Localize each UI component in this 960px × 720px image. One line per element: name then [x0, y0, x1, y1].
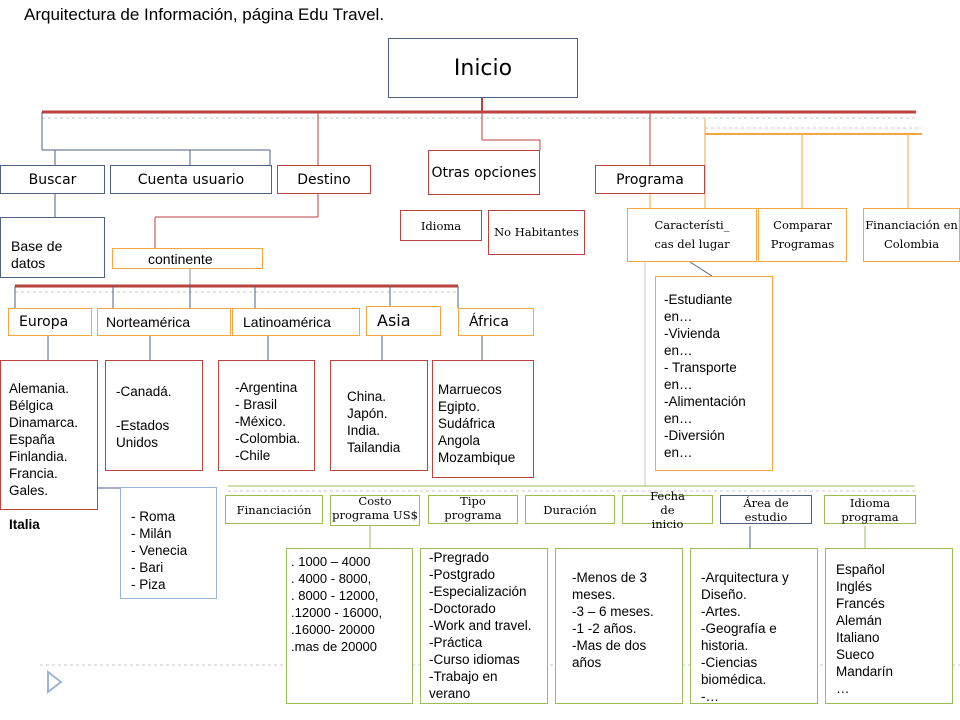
- inicio-node: Inicio: [388, 38, 578, 98]
- italia-city-list: - Roma - Milán - Venecia - Bari - Piza: [120, 487, 217, 599]
- europa-country-list: Alemania. Bélgica Dinamarca. España Finl…: [0, 360, 98, 532]
- norteamerica-country-list: -Canadá. -Estados Unidos: [105, 360, 203, 471]
- duracion-node: Duración: [525, 495, 615, 524]
- norteamerica-node: Norteamérica: [97, 308, 231, 336]
- no-habitantes-node: No Habitantes: [488, 210, 585, 255]
- continente-node: continente: [112, 248, 263, 269]
- fecha-inicio-node: Fecha de inicio: [622, 489, 713, 531]
- area-estudio-node: Área de estudio: [720, 495, 812, 524]
- idioma-programa-list: Español Inglés Francés Alemán Italiano S…: [825, 548, 953, 704]
- financiacion-colombia-node: Financiación en Colombia: [863, 208, 960, 262]
- europa-countries: Alemania. Bélgica Dinamarca. España Finl…: [9, 381, 79, 498]
- asia-country-list: China. Japón. India. Tailandia: [330, 360, 428, 471]
- caracteristicas-node: Característi_ cas del lugar: [627, 208, 757, 262]
- africa-node: África: [458, 308, 534, 336]
- latinoamerica-country-list: -Argentina - Brasil -México. -Colombia. …: [218, 360, 315, 471]
- asia-node: Asia: [366, 306, 441, 336]
- italia-country: Italia: [9, 517, 40, 532]
- otras-opciones-node: Otras opciones: [428, 150, 540, 195]
- financiacion-node: Financiación: [225, 495, 323, 524]
- idioma-programa-node: Idioma programa: [824, 495, 916, 524]
- base-datos-node: Base de datos: [0, 217, 105, 278]
- costo-programa-node: Costo programa US$: [330, 494, 420, 526]
- tipo-programa-list: -Pregrado -Postgrado -Especialización -D…: [420, 548, 548, 704]
- idioma-node: Idioma: [400, 210, 482, 241]
- tipo-programa-node: Tipo programa: [428, 494, 518, 524]
- programa-node: Programa: [595, 165, 705, 194]
- buscar-node: Buscar: [0, 165, 105, 194]
- cuenta-usuario-node: Cuenta usuario: [110, 165, 272, 194]
- area-estudio-list: -Arquitectura y Diseño. -Artes. -Geograf…: [690, 548, 818, 704]
- diagram-title: Arquitectura de Información, página Edu …: [24, 5, 385, 24]
- caracteristicas-list: -Estudiante en… -Vivienda en… - Transpor…: [655, 276, 773, 471]
- africa-country-list: Marruecos Egipto. Sudáfrica Angola Mozam…: [432, 360, 534, 478]
- europa-node: Europa: [8, 308, 92, 336]
- latinoamerica-node: Latinoamérica: [232, 308, 360, 336]
- comparar-programas-node: Comparar Programas: [758, 208, 847, 262]
- duracion-list: -Menos de 3 meses. -3 – 6 meses. -1 -2 a…: [555, 548, 683, 704]
- costo-range-list: . 1000 – 4000 . 4000 - 8000, . 8000 - 12…: [286, 548, 413, 704]
- destino-node: Destino: [277, 165, 371, 194]
